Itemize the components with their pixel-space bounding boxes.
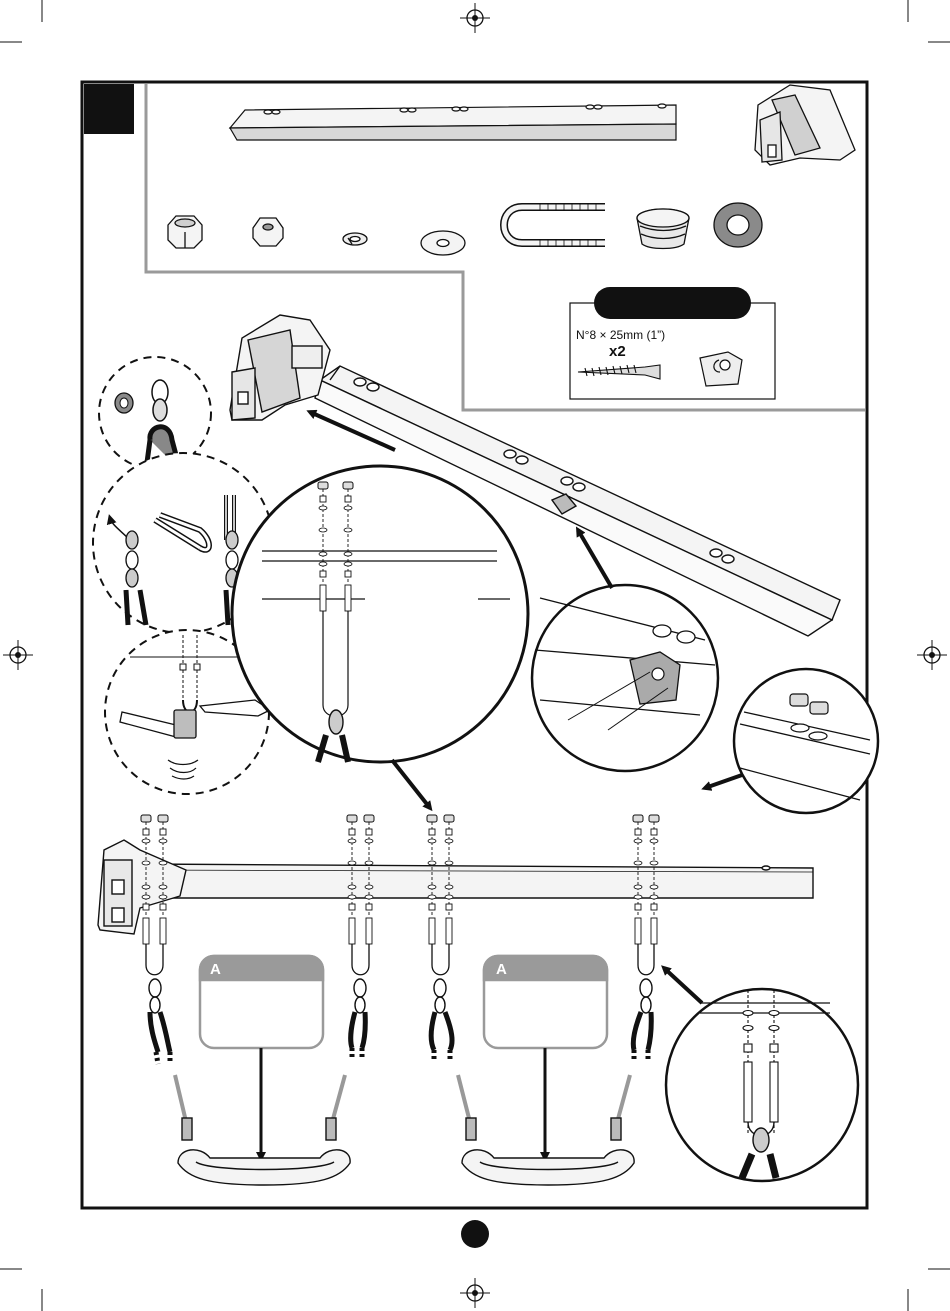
arrow-to-hanger [664,968,702,1003]
screw-quantity-text: x2 [609,343,626,360]
seat-tags [200,956,607,1048]
end-cap-part [637,209,689,249]
screw-pack-header [594,287,751,319]
lock-nut-part [168,216,202,248]
end-bracket-part [755,85,855,165]
u-bolt-part [504,203,605,247]
page-number-disc [461,1220,489,1248]
crossbeam-part [230,104,676,140]
swing-seat-1 [175,1075,350,1185]
seat-label-a-2: A [496,961,507,978]
detail-circle-bracket [532,585,718,771]
hook-bracket-icon [700,352,742,386]
bottom-beam [140,864,813,898]
detail-circle-hanger [666,989,858,1181]
flat-washer-part [421,231,465,255]
arrow-to-endcap [705,775,742,788]
detail-circle-endcap [734,669,878,813]
screw-spec-text: N°8 × 25mm (1”) [576,328,665,342]
spacer-ring-part [714,203,762,247]
step-number-box [84,84,134,134]
seat-label-a-1: A [210,961,221,978]
angled-end-bracket [230,315,330,420]
spring-washer-part [343,233,367,245]
arrow-zoom-down [392,760,430,808]
hardware-row [168,203,762,255]
hex-nut-part [253,218,283,246]
zoom-circle-center [232,466,528,762]
